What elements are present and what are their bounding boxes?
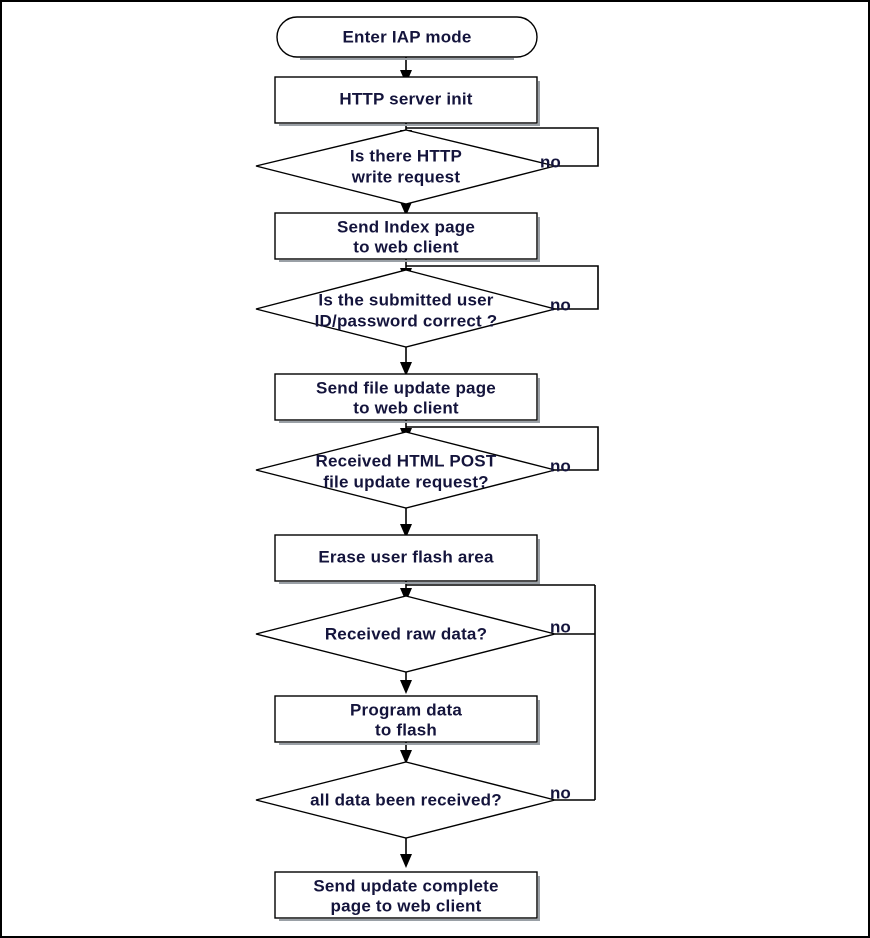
node-http-server-init-label: HTTP server init bbox=[339, 89, 472, 108]
node-decision-all-data-received-label: all data been received? bbox=[310, 790, 502, 809]
connector-all-received-to-send-complete bbox=[400, 838, 412, 868]
node-decision-credentials-label-line2: ID/password correct ? bbox=[315, 311, 498, 330]
node-start[interactable]: Enter IAP mode bbox=[276, 16, 538, 60]
connector-raw-data-to-program-flash bbox=[400, 672, 412, 694]
node-send-file-update-page-label-line2: to web client bbox=[353, 398, 459, 417]
arrow-head bbox=[400, 524, 412, 538]
branch-label-no-raw-data: no bbox=[550, 617, 571, 636]
arrow-head bbox=[400, 750, 412, 764]
node-decision-all-data-received[interactable]: all data been received? no bbox=[255, 761, 571, 839]
terminator-shape bbox=[276, 16, 538, 58]
connector-no-loop-write-request bbox=[406, 127, 599, 167]
node-decision-credentials[interactable]: Is the submitted user ID/password correc… bbox=[255, 269, 571, 348]
node-send-file-update-page[interactable]: Send file update page to web client bbox=[274, 373, 540, 423]
decision-shape bbox=[255, 269, 558, 348]
node-send-index-page-label-line2: to web client bbox=[353, 237, 459, 256]
node-decision-http-write-request-label-line2: write request bbox=[351, 167, 461, 186]
node-program-data-to-flash-label-line1: Program data bbox=[350, 700, 462, 719]
arrow-head bbox=[400, 680, 412, 694]
node-erase-user-flash-area-label: Erase user flash area bbox=[318, 547, 494, 566]
process-shape bbox=[274, 76, 538, 124]
arrow-head bbox=[400, 588, 412, 602]
branch-label-no-write-request: no bbox=[540, 152, 561, 171]
process-shape bbox=[274, 534, 538, 582]
arrow-head bbox=[400, 854, 412, 868]
node-decision-http-write-request[interactable]: Is there HTTP write request no bbox=[255, 129, 561, 205]
arrow-head bbox=[400, 202, 412, 216]
connector-post-request-to-erase-flash bbox=[400, 508, 412, 538]
node-decision-post-request-label-line2: file update request? bbox=[323, 472, 489, 491]
node-decision-credentials-label-line1: Is the submitted user bbox=[318, 290, 493, 309]
node-decision-http-write-request-label-line1: Is there HTTP bbox=[350, 146, 462, 165]
connector-credentials-to-send-update-page bbox=[400, 347, 412, 376]
decision-shape bbox=[255, 129, 556, 205]
connector-no-loop-credentials bbox=[406, 265, 599, 310]
node-http-server-init[interactable]: HTTP server init bbox=[274, 76, 540, 126]
node-erase-user-flash-area[interactable]: Erase user flash area bbox=[274, 534, 540, 584]
branch-label-no-credentials: no bbox=[550, 295, 571, 314]
connector-no-loop-post-request bbox=[406, 426, 599, 471]
process-shape bbox=[274, 871, 538, 919]
node-start-label: Enter IAP mode bbox=[342, 27, 471, 46]
process-shape bbox=[274, 695, 538, 743]
arrow-head bbox=[400, 362, 412, 376]
connector-no-loop-raw-data bbox=[406, 584, 596, 800]
node-send-update-complete-label-line1: Send update complete bbox=[313, 876, 498, 895]
node-send-index-page[interactable]: Send Index page to web client bbox=[274, 212, 540, 262]
branch-label-no-all-received: no bbox=[550, 783, 571, 802]
process-shape bbox=[274, 212, 538, 260]
node-program-data-to-flash[interactable]: Program data to flash bbox=[274, 695, 540, 745]
node-send-index-page-label-line1: Send Index page bbox=[337, 217, 475, 236]
decision-shape bbox=[255, 595, 556, 673]
node-decision-raw-data[interactable]: Received raw data? no bbox=[255, 595, 571, 673]
decision-shape bbox=[255, 761, 556, 839]
node-send-update-complete[interactable]: Send update complete page to web client bbox=[274, 871, 540, 921]
branch-label-no-post-request: no bbox=[550, 456, 571, 475]
decision-shape bbox=[255, 431, 556, 509]
node-decision-raw-data-label: Received raw data? bbox=[325, 624, 487, 643]
connector-program-flash-to-all-received bbox=[400, 742, 412, 764]
node-decision-post-request[interactable]: Received HTML POST file update request? … bbox=[255, 431, 571, 509]
node-program-data-to-flash-label-line2: to flash bbox=[375, 720, 437, 739]
process-shape bbox=[274, 373, 538, 421]
node-decision-post-request-label-line1: Received HTML POST bbox=[316, 451, 497, 470]
node-send-update-complete-label-line2: page to web client bbox=[331, 896, 482, 915]
node-send-file-update-page-label-line1: Send file update page bbox=[316, 378, 496, 397]
